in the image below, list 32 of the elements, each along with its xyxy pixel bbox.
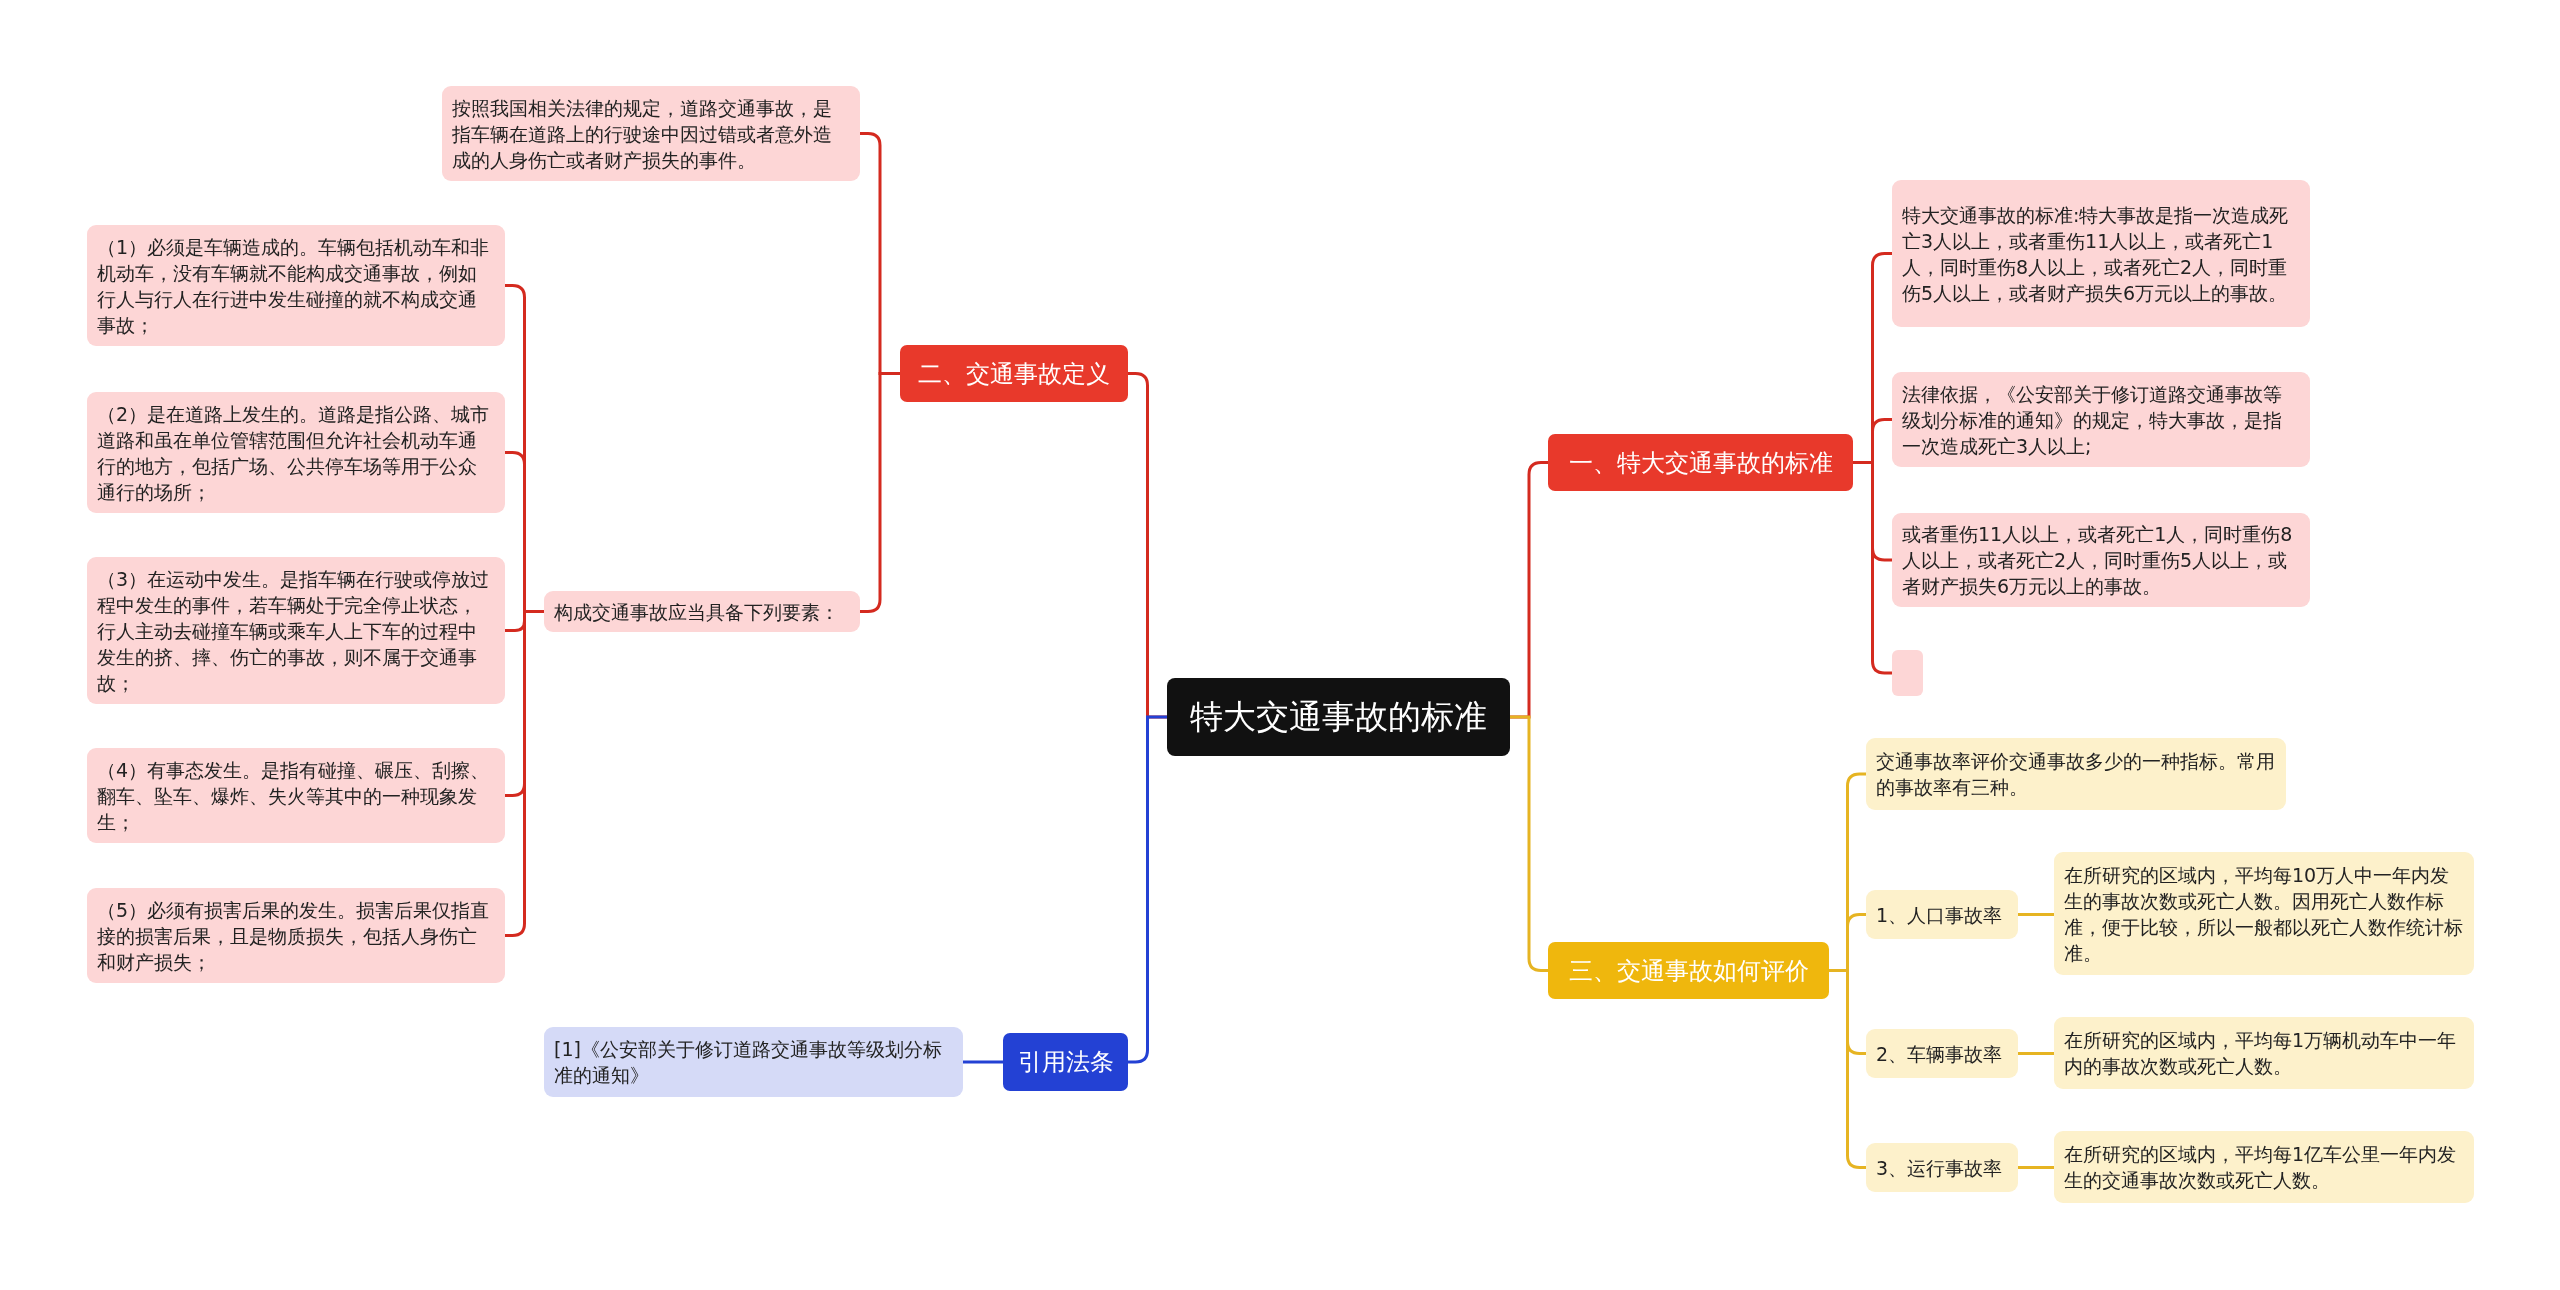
topic-box: （5）必须有损害后果的发生。损害后果仅指直接的损害后果，且是物质损失，包括人身伤亡和财产损失； bbox=[87, 888, 505, 983]
connector bbox=[1510, 715, 1548, 972]
connector bbox=[2018, 1052, 2054, 1055]
topic-box: （1）必须是车辆造成的。车辆包括机动车和非机动车，没有车辆就不能构成交通事故，例如行人与行人在行进中发生碰撞的就不构成交通事故； bbox=[87, 225, 505, 346]
topic-box: 在所研究的区域内，平均每1亿车公里一年内发生的交通事故次数或死亡人数。 bbox=[2054, 1131, 2474, 1203]
topic-box: 构成交通事故应当具备下列要素： bbox=[544, 591, 860, 632]
topic-box: 3、运行事故率 bbox=[1866, 1143, 2018, 1192]
box-shape bbox=[1892, 650, 1923, 696]
branch-topic: 引用法条 bbox=[1003, 1033, 1128, 1091]
connector bbox=[1128, 715, 1167, 1064]
connector bbox=[1829, 969, 1866, 1169]
branch-topic: 三、交通事故如何评价 bbox=[1548, 942, 1829, 999]
topic-box: 2、车辆事故率 bbox=[1866, 1029, 2018, 1078]
branch-topic: 二、交通事故定义 bbox=[900, 345, 1128, 402]
topic-box: （3）在运动中发生。是指车辆在行驶或停放过程中发生的事件，若车辆处于完全停止状态，行人主动去碰撞车辆或乘车人上下车的过程中发生的挤、摔、伤亡的事故，则不属于交通事故； bbox=[87, 557, 505, 704]
connector bbox=[2018, 913, 2054, 916]
topic-box: 交通事故率评价交通事故多少的一种指标。常用的事故率有三种。 bbox=[1866, 738, 2286, 810]
topic-box: 在所研究的区域内，平均每10万人中一年内发生的事故次数或死亡人数。因用死亡人数作标准，便于比较，所以一般都以死亡人数作统计标准。 bbox=[2054, 852, 2474, 975]
connector bbox=[2018, 1166, 2054, 1169]
connector bbox=[963, 1060, 1003, 1064]
topic-box: 法律依据，《公安部关于修订道路交通事故等级划分标准的通知》的规定，特大事故，是指一次造成死亡3人以上; bbox=[1892, 372, 2310, 467]
topic-box: 或者重伤11人以上，或者死亡1人，同时重伤8人以上，或者死亡2人，同时重伤5人以上，或者财产损失6万元以上的事故。 bbox=[1892, 513, 2310, 607]
topic-box: 在所研究的区域内，平均每1万辆机动车中一年内的事故次数或死亡人数。 bbox=[2054, 1017, 2474, 1089]
topic-box: 特大交通事故的标准:特大事故是指一次造成死亡3人以上，或者重伤11人以上，或者死亡1人，同时重伤8人以上，或者死亡2人，同时重伤5人以上，或者财产损失6万元以上的事故。 bbox=[1892, 180, 2310, 327]
topic-box: （2）是在道路上发生的。道路是指公路、城市道路和虽在单位管辖范围但允许社会机动车通行的地方，包括广场、公共停车场等用于公众通行的场所； bbox=[87, 392, 505, 513]
topic-box: [1]《公安部关于修订道路交通事故等级划分标准的通知》 bbox=[544, 1027, 963, 1097]
topic-box: 1、人口事故率 bbox=[1866, 890, 2018, 939]
branch-topic: 一、特大交通事故的标准 bbox=[1548, 434, 1853, 491]
connector bbox=[505, 610, 544, 937]
topic-box: （4）有事态发生。是指有碰撞、碾压、刮擦、翻车、坠车、爆炸、失火等其中的一种现象发生； bbox=[87, 748, 505, 843]
topic-box: 按照我国相关法律的规定，道路交通事故，是指车辆在道路上的行驶途中因过错或者意外造成的人身伤亡或者财产损失的事件。 bbox=[442, 86, 860, 181]
central-topic: 特大交通事故的标准 bbox=[1167, 678, 1510, 756]
